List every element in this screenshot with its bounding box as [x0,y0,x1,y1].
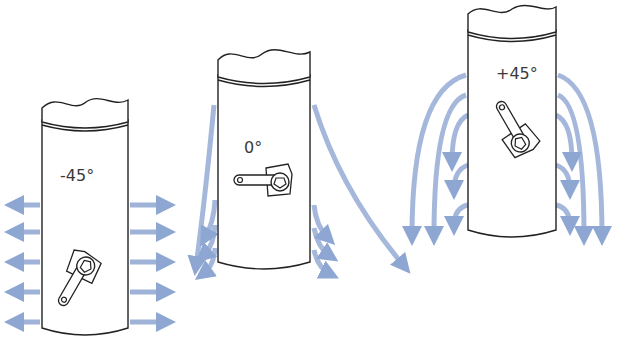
angle-label: 0° [244,140,262,156]
angle-label: -45° [60,168,94,184]
duct [42,99,128,335]
duct [468,5,556,237]
duct [218,50,310,269]
angle-label: +45° [496,66,538,82]
